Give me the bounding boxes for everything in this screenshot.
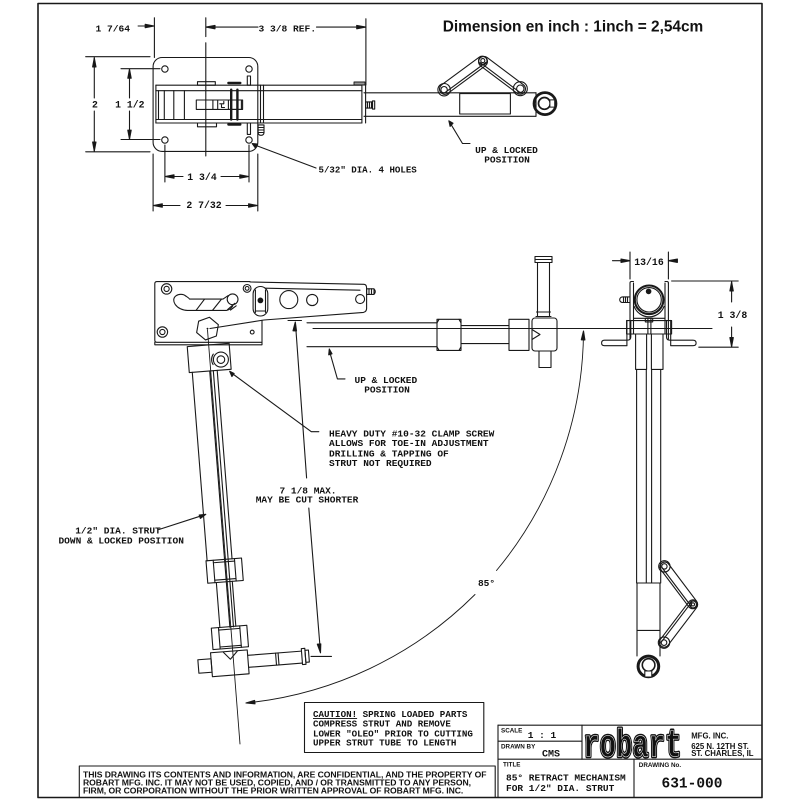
svg-text:FIRM, OR CORPORATION WITHOUT T: FIRM, OR CORPORATION WITHOUT THE PRIOR W… <box>83 785 463 795</box>
svg-text:2: 2 <box>92 100 98 111</box>
svg-text:DOWN & LOCKED POSITION: DOWN & LOCKED POSITION <box>58 536 184 547</box>
svg-text:MAY BE CUT SHORTER: MAY BE CUT SHORTER <box>256 495 359 506</box>
svg-text:1/2" DIA. STRUT: 1/2" DIA. STRUT <box>75 526 161 537</box>
svg-text:COMPRESS STRUT AND REMOVE: COMPRESS STRUT AND REMOVE <box>313 719 451 730</box>
svg-text:robart: robart <box>583 725 681 769</box>
svg-text:SCALE: SCALE <box>501 727 522 734</box>
svg-text:DRILLING & TAPPING OF: DRILLING & TAPPING OF <box>329 448 449 459</box>
svg-text:FOR 1/2" DIA. STRUT: FOR 1/2" DIA. STRUT <box>506 783 615 794</box>
svg-text:13/16: 13/16 <box>634 257 664 268</box>
svg-text:UP & LOCKED: UP & LOCKED <box>355 375 418 386</box>
svg-text:UP & LOCKED: UP & LOCKED <box>475 145 538 156</box>
svg-text:CMS: CMS <box>542 750 560 761</box>
svg-text:ALLOWS FOR TOE-IN ADJUSTMENT: ALLOWS FOR TOE-IN ADJUSTMENT <box>329 438 489 449</box>
svg-text:POSITION: POSITION <box>364 385 410 396</box>
svg-text:1 7/64: 1 7/64 <box>96 24 131 35</box>
svg-text:robart: robart <box>583 725 681 769</box>
svg-text:ST. CHARLES, IL: ST. CHARLES, IL <box>691 749 754 758</box>
svg-text:Dimension en inch : 1inch = 2,: Dimension en inch : 1inch = 2,54cm <box>443 19 703 36</box>
svg-text:631-000: 631-000 <box>662 777 723 793</box>
svg-text:85° RETRACT MECHANISM: 85° RETRACT MECHANISM <box>506 773 626 784</box>
svg-text:MFG. INC.: MFG. INC. <box>691 732 728 741</box>
svg-text:85°: 85° <box>478 578 495 589</box>
svg-text:CAUTION! SPRING LOADED PARTS: CAUTION! SPRING LOADED PARTS <box>313 709 468 720</box>
svg-text:7 1/8 MAX.: 7 1/8 MAX. <box>279 486 336 497</box>
svg-text:DRAWING No.: DRAWING No. <box>639 762 682 769</box>
svg-text:HEAVY DUTY #10-32 CLAMP SCREW: HEAVY DUTY #10-32 CLAMP SCREW <box>329 429 495 440</box>
svg-text:TITLE: TITLE <box>503 761 521 768</box>
svg-text:1 : 1: 1 : 1 <box>528 730 557 741</box>
svg-text:2 7/32: 2 7/32 <box>186 200 221 211</box>
svg-text:LOWER "OLEO" PRIOR TO CUTTING: LOWER "OLEO" PRIOR TO CUTTING <box>313 728 473 739</box>
svg-text:UPPER STRUT TUBE TO LENGTH: UPPER STRUT TUBE TO LENGTH <box>313 738 456 749</box>
svg-text:DRAWN BY: DRAWN BY <box>501 743 536 750</box>
svg-text:1 3/4: 1 3/4 <box>187 172 217 183</box>
svg-text:1 1/2: 1 1/2 <box>115 100 145 111</box>
svg-text:POSITION: POSITION <box>484 154 530 165</box>
svg-text:1 3/8: 1 3/8 <box>718 310 748 321</box>
svg-text:STRUT NOT REQUIRED: STRUT NOT REQUIRED <box>329 458 432 469</box>
svg-text:625 N. 12TH ST.: 625 N. 12TH ST. <box>691 742 749 751</box>
svg-text:THIS DRAWING ITS CONTENTS AND: THIS DRAWING ITS CONTENTS AND INFORMATIO… <box>83 769 486 779</box>
svg-text:3 3/8 REF.: 3 3/8 REF. <box>259 24 317 35</box>
svg-text:ROBART MFG. INC. IT MAY NOT BE: ROBART MFG. INC. IT MAY NOT BE USED, COP… <box>83 777 471 787</box>
svg-text:5/32" DIA. 4 HOLES: 5/32" DIA. 4 HOLES <box>319 165 418 176</box>
